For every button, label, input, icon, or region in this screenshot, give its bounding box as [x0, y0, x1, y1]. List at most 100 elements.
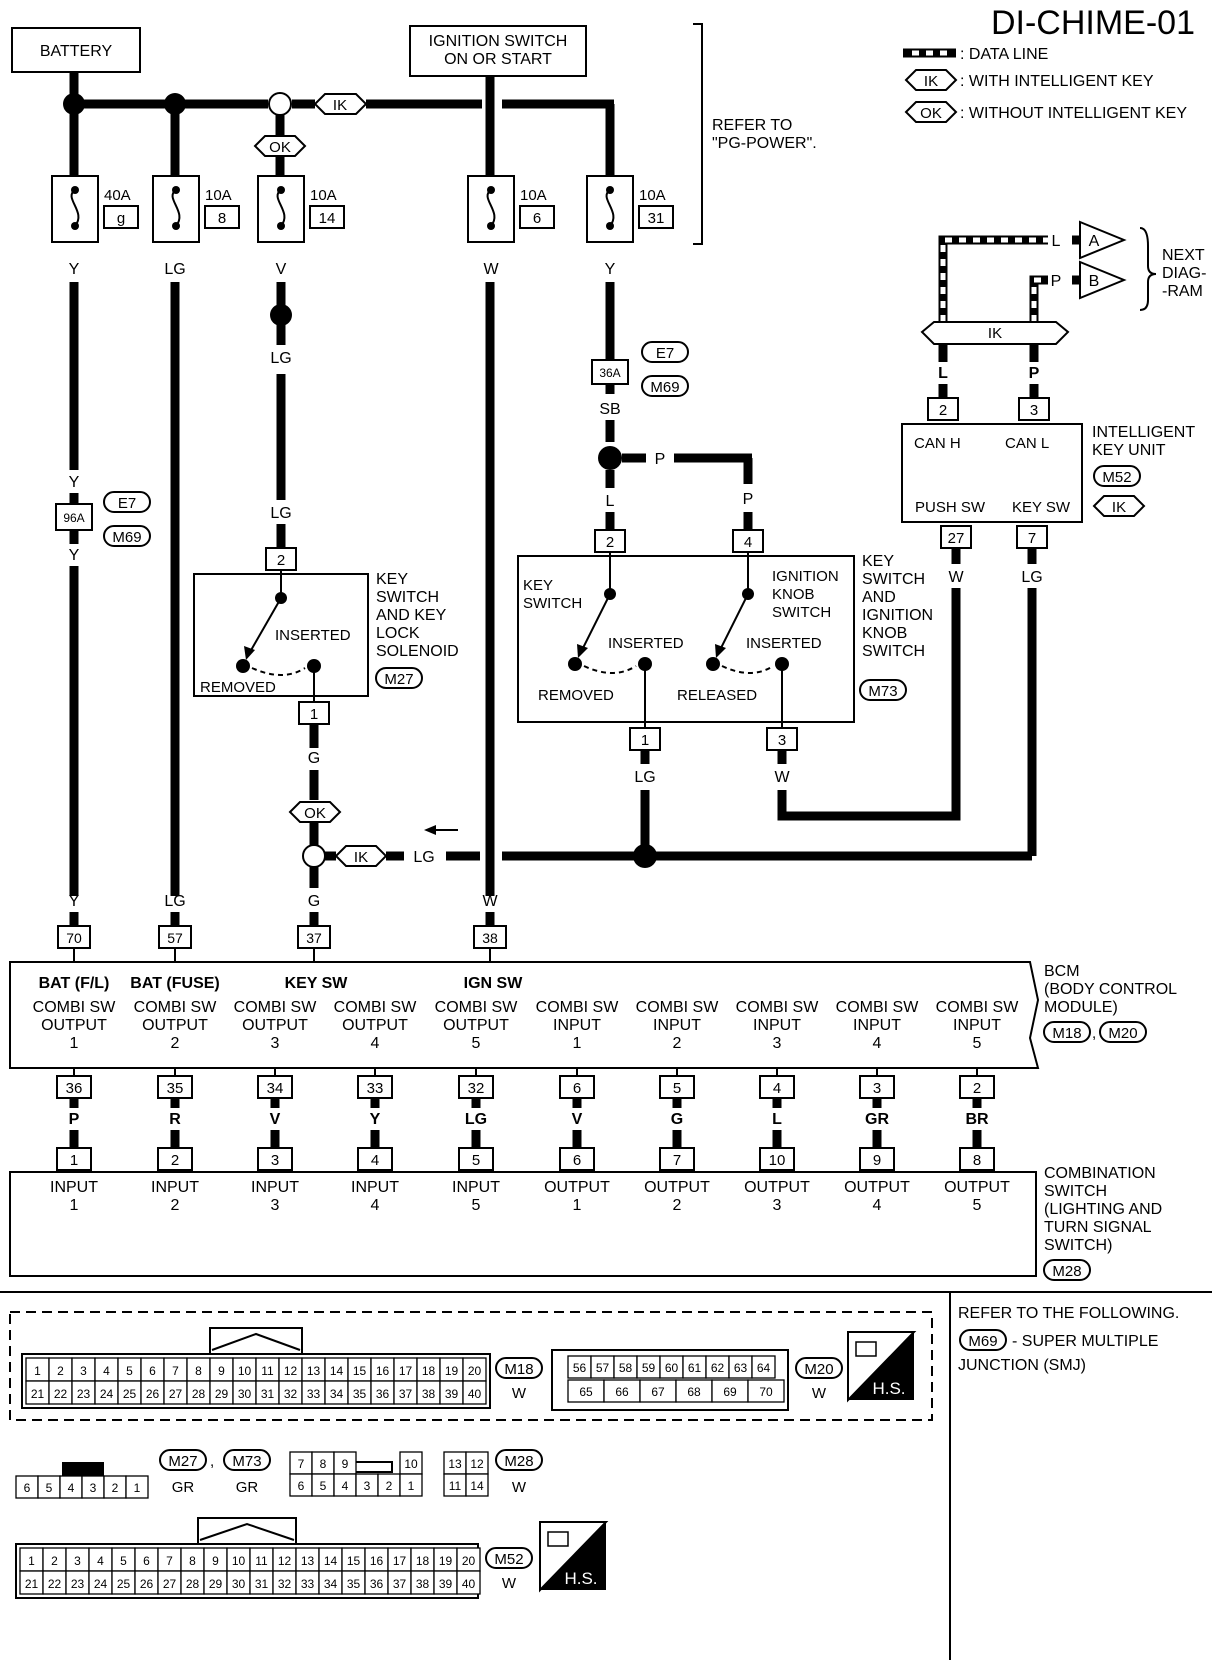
- svg-text:SWITCH: SWITCH: [1044, 1183, 1107, 1200]
- svg-text:10: 10: [769, 1152, 786, 1169]
- bcm-pin-70: 70: [57, 925, 91, 962]
- svg-text:6: 6: [143, 1554, 150, 1568]
- fuse-1: 40A g: [51, 175, 139, 243]
- svg-text:28: 28: [192, 1387, 206, 1401]
- svg-text:70: 70: [759, 1385, 773, 1399]
- connector-cavity: 8: [186, 1357, 211, 1382]
- connector-cavity: 23: [65, 1570, 90, 1595]
- svg-text:INPUT: INPUT: [351, 1179, 399, 1196]
- svg-text:31: 31: [255, 1577, 269, 1591]
- svg-text:COMBI SW: COMBI SW: [536, 999, 620, 1016]
- svg-text:LG: LG: [270, 505, 291, 522]
- svg-text:6: 6: [149, 1364, 156, 1378]
- wire-color: V: [572, 1111, 583, 1128]
- svg-text:M28: M28: [504, 1453, 533, 1470]
- svg-text:SOLENOID: SOLENOID: [376, 643, 459, 660]
- svg-text:3: 3: [271, 1152, 279, 1169]
- connector-cavity: 7: [289, 1451, 313, 1475]
- svg-text:5: 5: [46, 1481, 53, 1495]
- svg-text:2: 2: [171, 1197, 180, 1214]
- key-lock-solenoid: 2 INSERTED REMOVED 1 KEY SWITCH AND KEY …: [193, 547, 459, 725]
- svg-text:39: 39: [445, 1387, 459, 1401]
- svg-text:2: 2: [939, 402, 947, 419]
- svg-text:2: 2: [112, 1481, 119, 1495]
- bcm-pin-38: 38: [473, 925, 507, 962]
- svg-text:COMBI SW: COMBI SW: [334, 999, 418, 1016]
- connector-cavity: 38: [410, 1570, 435, 1595]
- connector-cavity: 14: [465, 1473, 489, 1497]
- svg-text:1: 1: [70, 1035, 79, 1052]
- svg-text:M18: M18: [1052, 1025, 1081, 1042]
- connector-cavity: 33: [301, 1380, 326, 1405]
- svg-text:INPUT: INPUT: [653, 1017, 701, 1034]
- connector-cavity: 34: [318, 1570, 343, 1595]
- svg-text:E7: E7: [118, 495, 136, 512]
- svg-text:Y: Y: [69, 893, 80, 910]
- ok-tag: [288, 801, 342, 823]
- svg-text:7: 7: [1028, 530, 1036, 547]
- connector-cavity: 18: [410, 1547, 435, 1572]
- connector-cavity: 40: [456, 1570, 481, 1595]
- svg-text:38: 38: [422, 1387, 436, 1401]
- connector-cavity: 15: [341, 1547, 366, 1572]
- svg-text:4: 4: [371, 1152, 379, 1169]
- svg-text:INPUT: INPUT: [553, 1017, 601, 1034]
- svg-text:BAT (FUSE): BAT (FUSE): [130, 975, 219, 992]
- svg-text:RELEASED: RELEASED: [677, 687, 757, 704]
- wire-color: Y: [370, 1111, 381, 1128]
- svg-text:70: 70: [66, 930, 82, 946]
- connector-cavity: 70: [747, 1379, 785, 1403]
- svg-text:,: ,: [210, 1453, 214, 1470]
- connector-cavity: 5: [311, 1473, 335, 1497]
- svg-text:66: 66: [615, 1385, 629, 1399]
- svg-text:GR: GR: [172, 1479, 195, 1496]
- next-diagram-links: L P A B NEXT DIAG- -RAM: [938, 220, 1206, 336]
- svg-text:5: 5: [120, 1554, 127, 1568]
- svg-text:11: 11: [261, 1364, 274, 1378]
- svg-text:10A: 10A: [310, 187, 337, 204]
- connector-cavity: 17: [393, 1357, 418, 1382]
- svg-text:-RAM: -RAM: [1162, 283, 1203, 300]
- wire-color: R: [169, 1111, 181, 1128]
- svg-text:1: 1: [310, 706, 318, 723]
- connector-cavity: 3: [65, 1547, 90, 1572]
- svg-text:10: 10: [238, 1364, 252, 1378]
- svg-text:LG: LG: [1021, 569, 1042, 586]
- svg-text:8: 8: [218, 210, 226, 227]
- ignition-switch-box: IGNITION SWITCH ON OR START: [409, 25, 587, 77]
- bcm-top-wire-labels: Y LG: [69, 893, 495, 926]
- bcm: BAT (F/L) BAT (FUSE) KEY SW IGN SW BCM (…: [9, 961, 1177, 1069]
- connector-cavity: 35: [341, 1570, 366, 1595]
- svg-text:36: 36: [66, 1080, 83, 1097]
- svg-text:1: 1: [134, 1481, 141, 1495]
- connector-cavity: 29: [209, 1380, 234, 1405]
- svg-text:2: 2: [171, 1152, 179, 1169]
- connector-cavity: 1: [19, 1547, 44, 1572]
- legend-ok-desc: : WITHOUT INTELLIGENT KEY: [960, 105, 1187, 122]
- svg-text:10: 10: [404, 1457, 418, 1471]
- svg-text:36A: 36A: [599, 366, 620, 380]
- hs-group-frame: [9, 1311, 933, 1421]
- svg-text:OUTPUT: OUTPUT: [41, 1017, 107, 1034]
- connector-cavity: 22: [48, 1380, 73, 1405]
- svg-text:29: 29: [209, 1577, 223, 1591]
- connector-cavity: 64: [751, 1355, 776, 1379]
- svg-text:SWITCH: SWITCH: [772, 604, 831, 621]
- svg-text:KNOB: KNOB: [862, 625, 907, 642]
- svg-text:3: 3: [271, 1197, 280, 1214]
- connector-cavity: 37: [387, 1570, 412, 1595]
- svg-text:3: 3: [74, 1554, 81, 1568]
- wire-color: V: [270, 1111, 281, 1128]
- svg-text:20: 20: [462, 1554, 476, 1568]
- wire-key-sw: G OK G IK LG: [288, 724, 1032, 926]
- svg-text:11: 11: [449, 1479, 462, 1493]
- legend-ik-desc: : WITH INTELLIGENT KEY: [960, 73, 1154, 90]
- connector-cavity: 36: [364, 1570, 389, 1595]
- svg-text:31: 31: [648, 210, 665, 227]
- e7-m69-tag-2: E7 M69: [641, 341, 689, 397]
- svg-text:37: 37: [393, 1577, 407, 1591]
